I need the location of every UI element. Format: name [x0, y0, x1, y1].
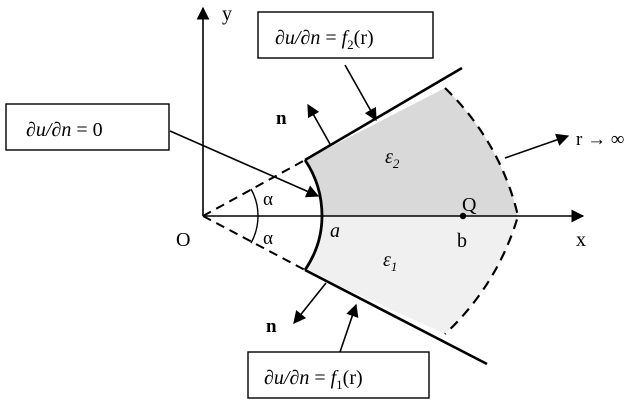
- inner-radius-label: a: [330, 220, 340, 242]
- point-b-label: b: [457, 230, 467, 252]
- infinity-label: r → ∞: [576, 129, 624, 150]
- infinity-arrow: [504, 133, 570, 159]
- upper-normal-label: n: [276, 108, 287, 129]
- outer-dashed-arc: [444, 87, 520, 335]
- lower-boundary-line: [304, 268, 488, 366]
- angle-label-upper: α: [263, 189, 273, 210]
- origin-label: O: [176, 229, 190, 251]
- bottom-bc-box: [247, 351, 430, 399]
- x-axis-label: x: [576, 229, 586, 251]
- upper-region-label: ε2: [385, 146, 400, 171]
- point-q-label: Q: [462, 194, 477, 216]
- lower-normal-label: n: [266, 316, 277, 337]
- inner-bc-text: ∂u/∂n = 0: [26, 119, 103, 141]
- inner-arc: [303, 159, 324, 271]
- angle-arc-lower: [250, 215, 259, 244]
- top-bc-arrow: [344, 64, 377, 122]
- bottom-bc-arrow: [339, 303, 359, 353]
- upper-boundary-line: [304, 66, 463, 162]
- upper-wedge-dashed-line: [202, 159, 306, 217]
- inner-bc-arrow: [169, 130, 320, 198]
- lower-region-fill: [305, 216, 518, 334]
- bottom-bc-text: ∂u/∂n = f1(r): [264, 367, 363, 392]
- point-q-dot: [459, 212, 467, 220]
- top-bc-box: [257, 11, 434, 59]
- lower-normal-arrow: [293, 282, 327, 324]
- y-axis-label: y: [222, 3, 232, 25]
- upper-normal-arrow: [307, 103, 331, 145]
- inner-bc-box: [5, 103, 170, 151]
- lower-wedge-dashed-line: [202, 215, 306, 271]
- top-bc-text: ∂u/∂n = f2(r): [275, 27, 374, 52]
- lower-region-label: ε1: [383, 249, 397, 274]
- angle-label-lower: α: [263, 228, 273, 249]
- upper-region-fill: [305, 88, 518, 216]
- angle-arc-upper: [250, 188, 259, 217]
